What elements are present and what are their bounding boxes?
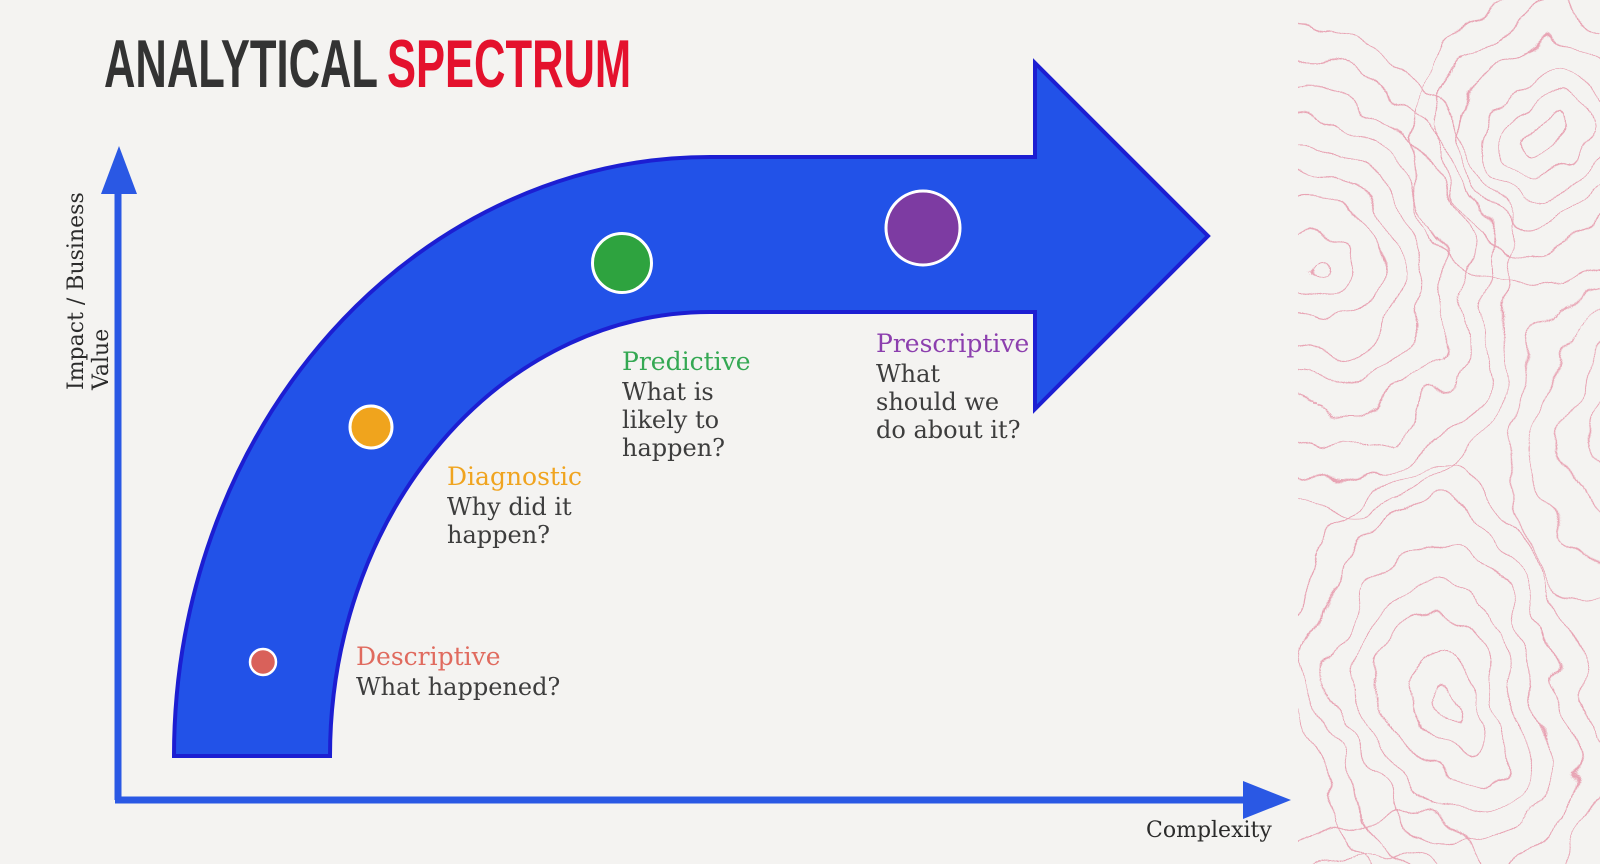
stage-question-line: happen?	[622, 434, 726, 462]
stage-question-line: What is	[622, 378, 714, 406]
stage-label-predictive: Predictive What is likely to happen?	[622, 346, 751, 462]
stage-label-diagnostic: Diagnostic Why did it happen?	[447, 461, 582, 549]
stage-name: Predictive	[622, 347, 751, 376]
y-axis-label-line1: Impact / Business	[64, 192, 89, 390]
x-axis	[115, 781, 1291, 819]
stage-question-line: should we	[876, 388, 1000, 416]
stage-question-line: happen?	[447, 521, 551, 549]
stage-label-prescriptive: Prescriptive What should we do about it?	[876, 328, 1029, 444]
title-word-spectrum: SPECTRUM	[386, 26, 632, 102]
y-axis-label: Impact / Business Value	[64, 192, 114, 390]
y-axis	[101, 146, 137, 800]
stage-question-line: do about it?	[876, 416, 1021, 444]
stage-name: Diagnostic	[447, 462, 582, 491]
stage-question-line: likely to	[622, 406, 720, 434]
stage-question-line: What happened?	[356, 673, 561, 701]
dot-diagnostic	[348, 404, 394, 450]
dot-prescriptive	[884, 189, 962, 267]
stage-question-line: Why did it	[447, 493, 572, 521]
x-axis-arrowhead	[1243, 781, 1291, 819]
y-axis-label-line2: Value	[89, 328, 114, 390]
topographic-pattern	[1298, 0, 1600, 864]
stage-name: Prescriptive	[876, 329, 1030, 358]
dot-descriptive	[248, 647, 278, 677]
stage-name: Descriptive	[356, 642, 501, 671]
dot-predictive	[591, 232, 653, 294]
stage-label-descriptive: Descriptive What happened?	[356, 641, 560, 701]
x-axis-label: Complexity	[1146, 818, 1272, 843]
stage-question-line: What	[876, 360, 941, 388]
y-axis-arrowhead	[101, 146, 137, 194]
title-word-analytical: ANALYTICAL	[104, 26, 379, 102]
